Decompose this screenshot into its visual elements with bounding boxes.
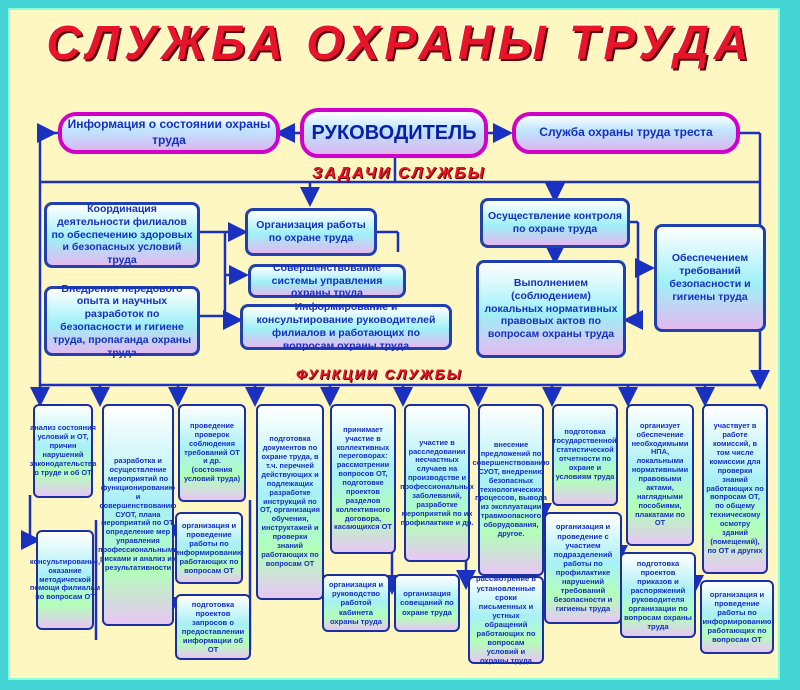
function-orders: подготовка проектов приказов и распоряже… bbox=[620, 552, 696, 638]
trust-service-box: Служба охраны труда треста bbox=[512, 112, 740, 154]
function-prevention: организация и проведение с участием подр… bbox=[544, 512, 622, 624]
function-investigation: участие в расследовании несчастных случа… bbox=[400, 404, 474, 562]
task-informing: Информирование и консультирование руково… bbox=[240, 301, 452, 352]
tasks-heading: ЗАДАЧИ СЛУЖБЫ bbox=[312, 165, 486, 182]
function-documents: подготовка документов по охране труда, в… bbox=[256, 404, 324, 600]
function-analysis: анализ состояния условий и ОТ, причин на… bbox=[30, 404, 96, 498]
function-proposals: внесение предложений по совершенствовани… bbox=[473, 404, 550, 576]
function-consulting: консультирование, оказание методической … bbox=[30, 530, 100, 630]
function-informing-org: организация и проведение работы по инфор… bbox=[174, 512, 244, 584]
function-meetings: организация совещаний по охране труда bbox=[394, 574, 460, 632]
task-coordination: Координация деятельности филиалов по обе… bbox=[44, 202, 200, 268]
function-development: разработка и осуществление мероприятий п… bbox=[98, 404, 178, 626]
function-provision: организует обеспечение необходимыми НПА,… bbox=[626, 404, 694, 546]
manager-box: РУКОВОДИТЕЛЬ bbox=[300, 108, 488, 158]
function-negotiations: принимает участие в коллективных перегов… bbox=[330, 404, 396, 554]
function-inspections: проведение проверок соблюдения требовани… bbox=[178, 404, 246, 502]
function-requests: подготовка проектов запросов о предостав… bbox=[175, 594, 251, 660]
task-improvement: Совершенствование системы управления охр… bbox=[248, 262, 406, 299]
functions-heading: ФУНКЦИИ СЛУЖБЫ bbox=[296, 366, 463, 382]
info-state-box: Информация о состоянии охраны труда bbox=[58, 112, 280, 154]
function-cabinet: организация и руководство работой кабине… bbox=[322, 574, 390, 632]
function-informing-work: организация и проведение работы по инфор… bbox=[700, 580, 774, 654]
task-innovation: Внедрение передового опыта и научных раз… bbox=[44, 283, 200, 359]
task-control: Осуществление контроля по охране труда bbox=[480, 198, 630, 248]
task-safety: Обеспечением требований безопасности и г… bbox=[654, 224, 766, 332]
function-statistics: подготовка государственной статистическо… bbox=[552, 404, 618, 506]
poster-title: СЛУЖБА ОХРАНЫ ТРУДА bbox=[46, 17, 754, 70]
function-commissions: участвует в работе комиссий, в том числе… bbox=[702, 404, 768, 574]
function-appeals: рассмотрение в установленные сроки письм… bbox=[468, 574, 544, 665]
task-organization: Организация работы по охране труда bbox=[245, 208, 377, 256]
task-compliance: Выполнением (соблюдением) локальных норм… bbox=[476, 260, 626, 358]
